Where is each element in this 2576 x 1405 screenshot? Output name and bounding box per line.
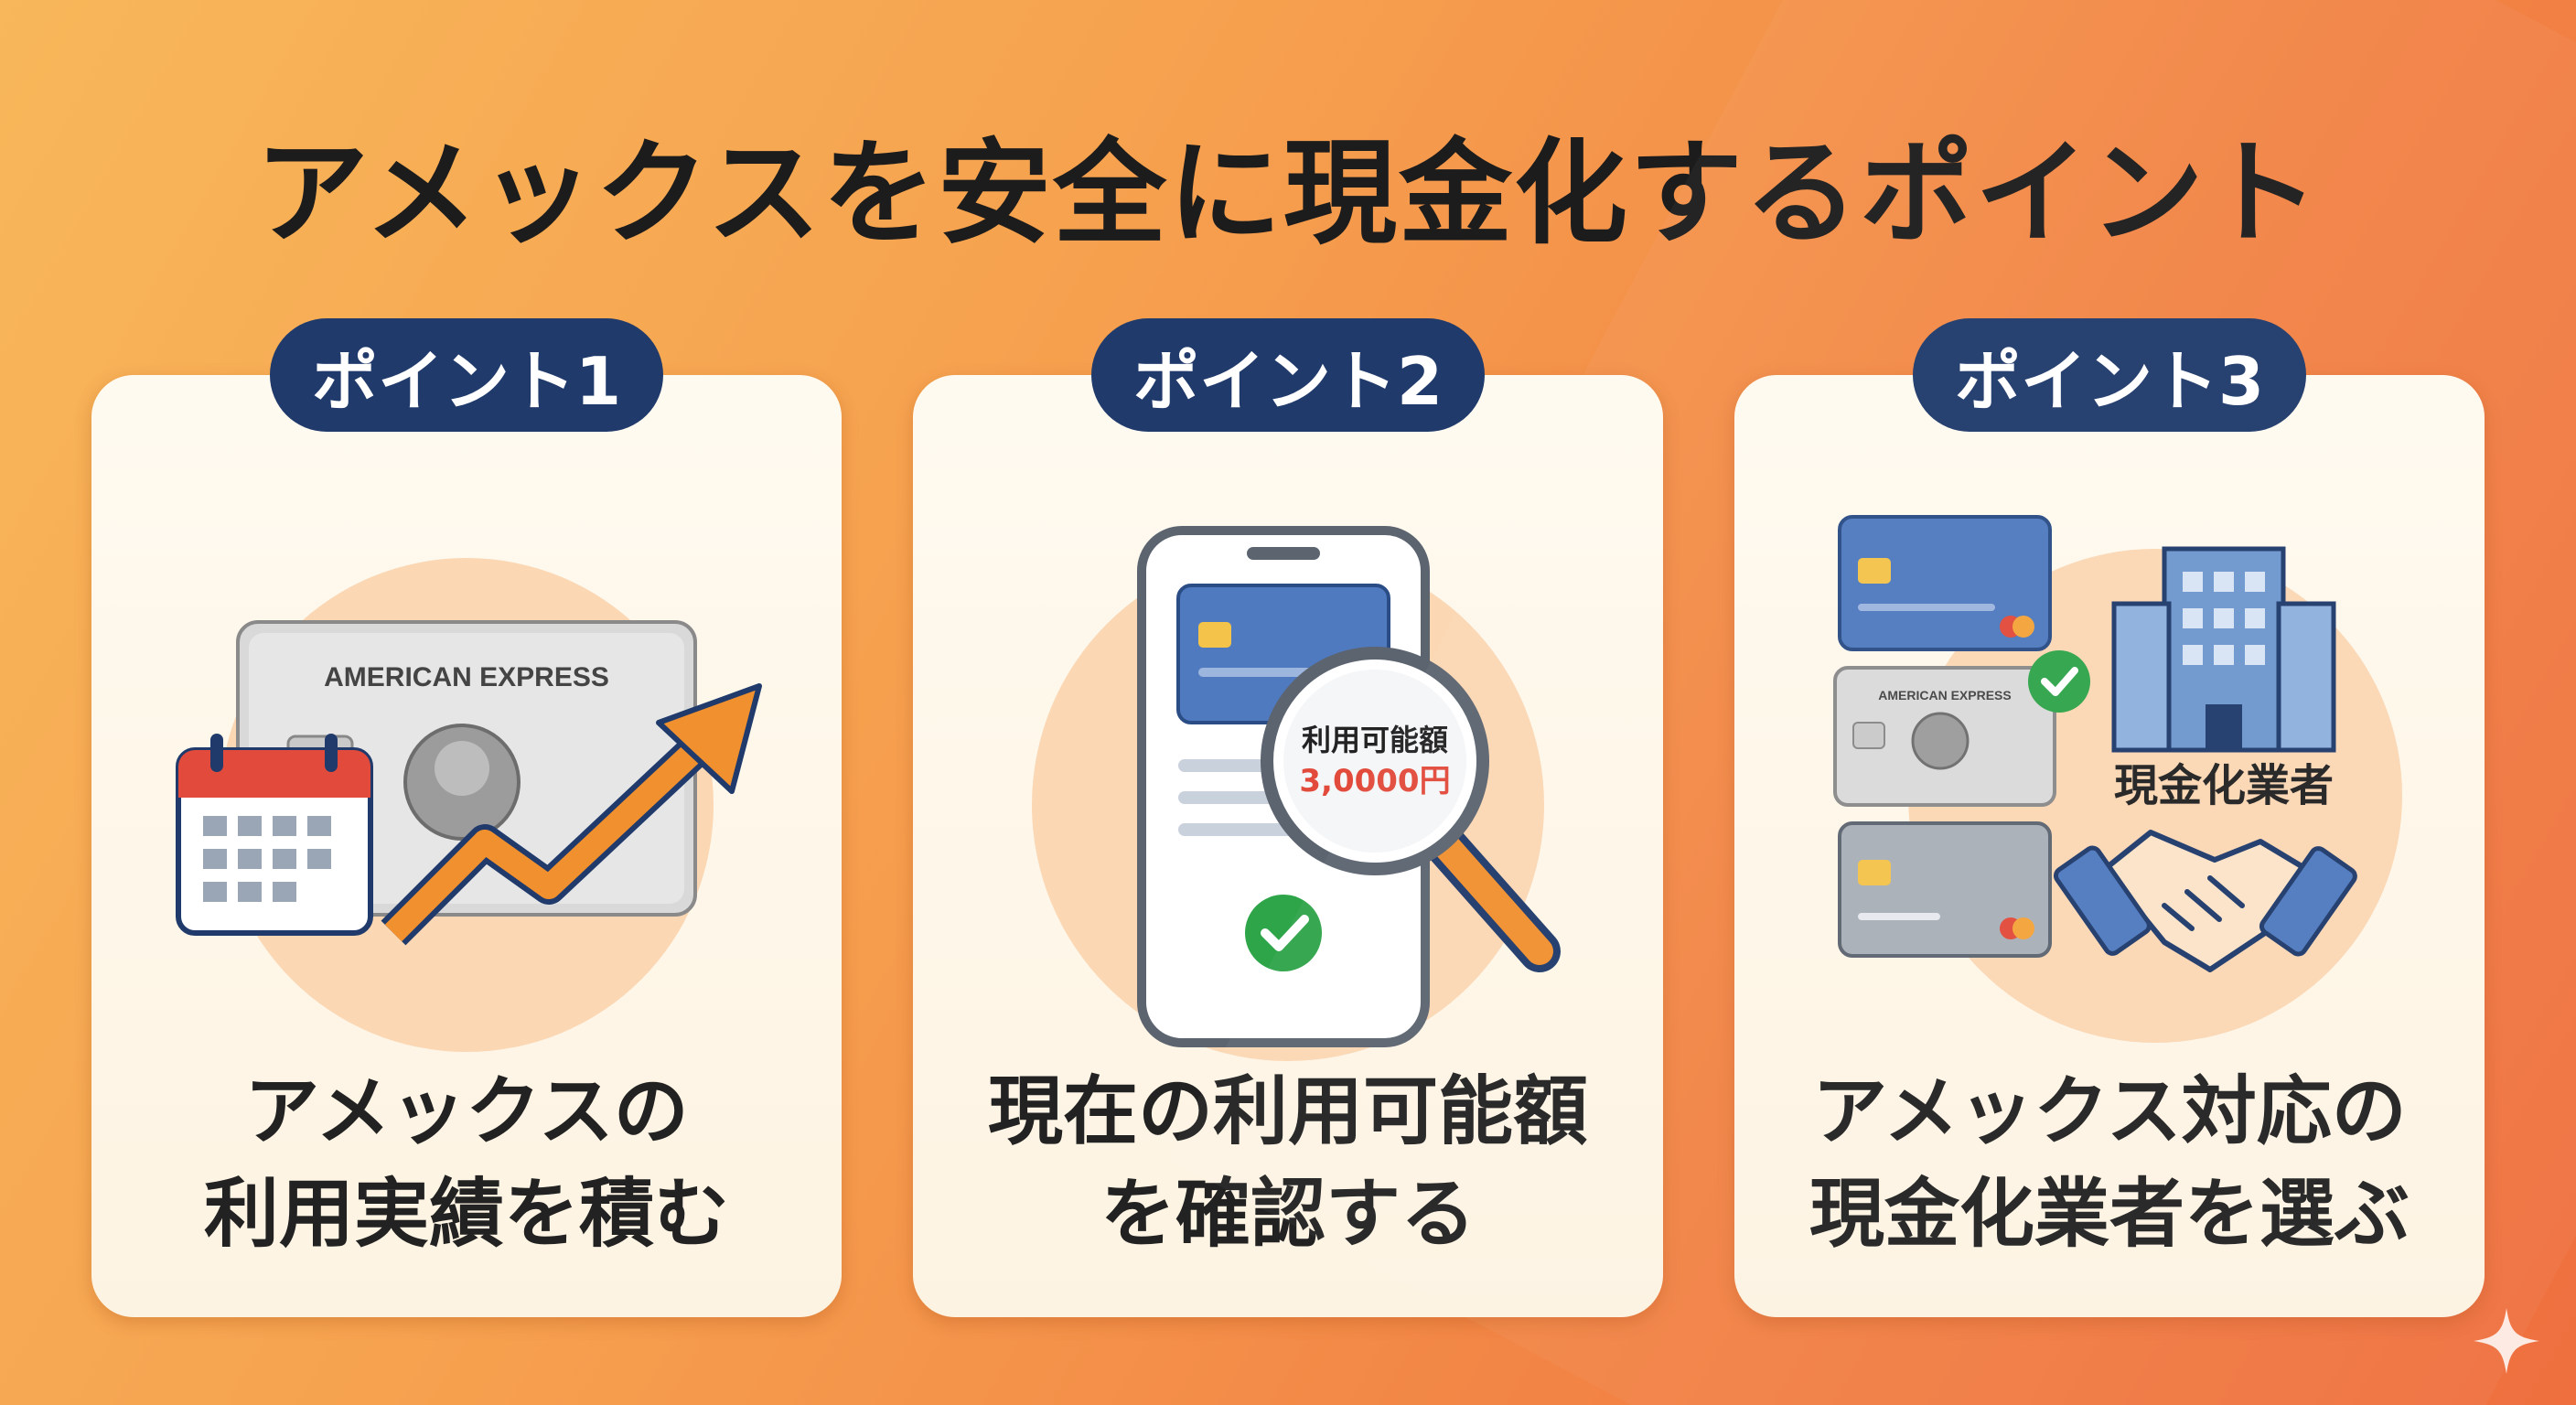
point-caption-2: 現在の利用可能額 を確認する <box>987 1068 1588 1258</box>
gray-credit-card-icon <box>1838 821 2052 958</box>
sparkle-icon <box>2474 1308 2539 1374</box>
illustration-backdrop <box>1908 549 2402 1043</box>
illustration-available-balance: 利用可能額 3,0000円 <box>1032 526 1561 1061</box>
point-badge-3: ポイント3 <box>1913 318 2306 432</box>
check-icon <box>1245 895 1322 971</box>
point-caption-3: アメックス対応の 現金化業者を選ぶ <box>1809 1068 2410 1258</box>
calendar-icon <box>176 734 373 936</box>
point-card-1: ポイント1 AMERICAN EXPRESS <box>91 318 842 1317</box>
arrow-up-icon <box>381 683 762 946</box>
point-badge-1: ポイント1 <box>270 318 663 432</box>
amex-card: AMERICAN EXPRESS <box>1833 666 2056 807</box>
point-card-3: ポイント3 AMERICAN EXPRESS <box>1734 318 2485 1317</box>
card-brand-text: AMERICAN EXPRESS <box>324 662 609 692</box>
point-caption-1: アメックスの 利用実績を積む <box>203 1068 729 1258</box>
point-badge-2: ポイント2 <box>1091 318 1485 432</box>
check-icon <box>2028 650 2090 713</box>
blue-credit-card-icon <box>1838 515 2052 651</box>
page-title: アメックスを安全に現金化するポイント <box>254 128 2322 260</box>
chip-icon <box>1852 722 1885 749</box>
handshake-icon <box>2053 830 2357 972</box>
magnifier-icon: 利用可能額 3,0000円 <box>1261 647 1561 972</box>
illustration-usage-history: AMERICAN EXPRESS <box>176 558 762 1052</box>
centurion-icon <box>1911 712 1970 770</box>
card-brand-text: AMERICAN EXPRESS <box>1878 688 2011 702</box>
magnifier-label: 利用可能額 <box>1302 723 1448 757</box>
point-card-2: ポイント2 <box>913 318 1663 1317</box>
building-label: 現金化業者 <box>2114 760 2334 811</box>
building-icon <box>2111 546 2336 753</box>
magnifier-value: 3,0000円 <box>1299 763 1450 799</box>
illustration-choose-vendor: AMERICAN EXPRESS <box>1833 515 2402 1043</box>
